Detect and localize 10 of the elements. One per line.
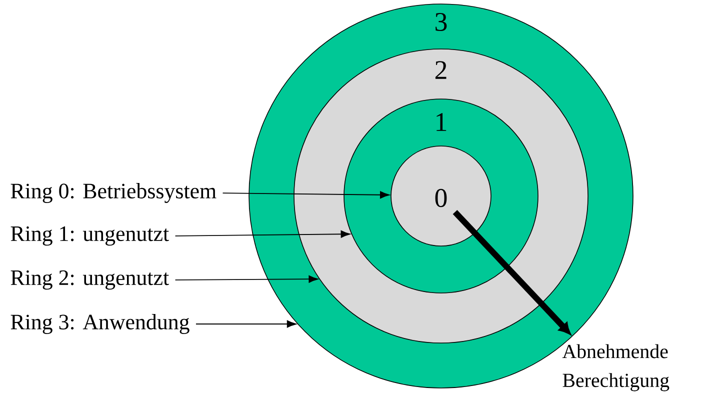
thick-arrow	[452, 210, 570, 334]
arrow	[196, 320, 296, 328]
ring-label: Ring 1: ungenutzt	[10, 226, 169, 246]
ring-label: Ring 3: Anwendung	[10, 314, 190, 334]
arrow	[174, 230, 350, 238]
arrow	[222, 191, 390, 199]
ring-label: Ring 0: Betriebssystem	[10, 183, 216, 203]
ring: 0	[390, 146, 492, 246]
ring-label: Ring 2: ungenutzt	[10, 270, 169, 290]
arrow	[174, 275, 318, 283]
